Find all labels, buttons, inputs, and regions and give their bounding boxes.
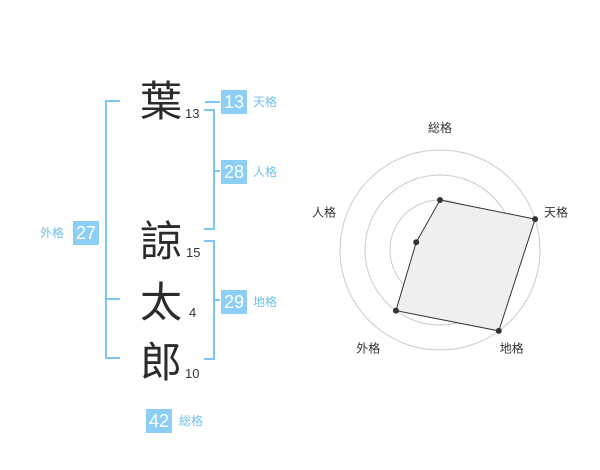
name-char-2: 諒 bbox=[140, 217, 183, 266]
soukaku-value-badge: 42 bbox=[146, 409, 172, 433]
name-char-4: 郎 bbox=[140, 338, 183, 387]
stroke-count-4: 10 bbox=[185, 366, 200, 381]
gaikaku-label: 外格 bbox=[40, 226, 65, 240]
jinkaku-value-badge: 28 bbox=[221, 160, 247, 184]
radar-point-2 bbox=[532, 216, 539, 223]
stroke-count-3: 4 bbox=[189, 305, 197, 320]
jinkaku-label: 人格 bbox=[253, 165, 278, 179]
name-char-1: 葉 bbox=[140, 77, 183, 126]
radar-point-3 bbox=[495, 327, 502, 334]
radar-axis-label-5: 人格 bbox=[312, 204, 336, 219]
soukaku-label: 総格 bbox=[179, 414, 204, 428]
tenkaku-value-badge: 13 bbox=[221, 90, 247, 114]
radar-point-5 bbox=[413, 239, 420, 246]
radar-axis-label-3: 地格 bbox=[500, 341, 524, 356]
radar-data-area bbox=[395, 199, 536, 332]
radar-point-1 bbox=[437, 197, 443, 203]
gaikaku-value-badge: 27 bbox=[73, 221, 99, 245]
radar-point-4 bbox=[392, 307, 399, 314]
chikaku-label: 地格 bbox=[253, 295, 278, 309]
stroke-count-2: 15 bbox=[186, 245, 201, 260]
chikaku-value-badge: 29 bbox=[221, 290, 247, 314]
radar-axis-label-1: 総格 bbox=[428, 120, 452, 135]
radar-data-points bbox=[392, 197, 539, 334]
stroke-count-1: 13 bbox=[185, 106, 200, 121]
radar-grid-ring bbox=[339, 149, 541, 351]
radar-axis-label-4: 外格 bbox=[356, 341, 380, 356]
name-char-3: 太 bbox=[140, 278, 183, 327]
tenkaku-label: 天格 bbox=[253, 95, 278, 109]
radar-axis-label-2: 天格 bbox=[544, 204, 568, 219]
